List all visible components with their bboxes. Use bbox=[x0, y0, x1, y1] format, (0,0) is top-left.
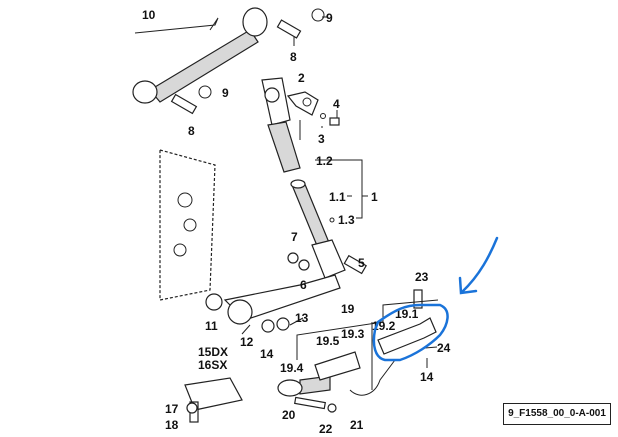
label-15dx: 15DX bbox=[198, 345, 228, 359]
label-19-3: 19.3 bbox=[341, 327, 365, 341]
label-7: 7 bbox=[291, 230, 298, 244]
stabilizer-part bbox=[277, 289, 437, 413]
label-19-5: 19.5 bbox=[316, 334, 340, 348]
label-1-1: 1.1 bbox=[329, 190, 346, 204]
label-13: 13 bbox=[295, 311, 309, 325]
label-8: 8 bbox=[188, 124, 195, 138]
label-22: 22 bbox=[319, 422, 333, 436]
bracket-part bbox=[184, 377, 243, 423]
top-link-part bbox=[132, 7, 325, 115]
label-1-3: 1.3 bbox=[338, 213, 355, 227]
label-1: 1 bbox=[371, 190, 378, 204]
lift-rod-part bbox=[261, 77, 367, 279]
label-24: 24 bbox=[437, 341, 451, 355]
label-8: 8 bbox=[290, 50, 297, 64]
housing-part bbox=[159, 149, 341, 333]
label-17: 17 bbox=[165, 402, 179, 416]
arrow-icon bbox=[458, 236, 499, 295]
label-19: 19 bbox=[341, 302, 355, 316]
label-21: 21 bbox=[350, 418, 364, 432]
highlight-annotation bbox=[372, 236, 499, 362]
label-14: 14 bbox=[260, 347, 274, 361]
label-20: 20 bbox=[282, 408, 296, 422]
label-14: 14 bbox=[420, 370, 434, 384]
label-10: 10 bbox=[142, 8, 156, 22]
label-23: 23 bbox=[415, 270, 429, 284]
label-3: 3 bbox=[318, 132, 325, 146]
label-4: 4 bbox=[333, 97, 340, 111]
label-12: 12 bbox=[240, 335, 254, 349]
label-9: 9 bbox=[326, 11, 333, 25]
label-5: 5 bbox=[358, 256, 365, 270]
leader-lines bbox=[241, 16, 439, 390]
callout-labels: 10 9 8 9 8 2 4 3 1.2 1.1 1 1.3 7 5 6 23 … bbox=[142, 8, 451, 436]
label-2: 2 bbox=[298, 71, 305, 85]
label-18: 18 bbox=[165, 418, 179, 432]
label-16sx: 16SX bbox=[198, 358, 227, 372]
label-9: 9 bbox=[222, 86, 229, 100]
label-19-1: 19.1 bbox=[395, 307, 419, 321]
label-1-2: 1.2 bbox=[316, 154, 333, 168]
highlight-outline bbox=[372, 303, 449, 362]
reference-code-box: 9_F1558_00_0-A-001 bbox=[503, 403, 611, 425]
label-11: 11 bbox=[205, 319, 218, 333]
label-6: 6 bbox=[300, 278, 307, 292]
label-19-4: 19.4 bbox=[280, 361, 304, 375]
